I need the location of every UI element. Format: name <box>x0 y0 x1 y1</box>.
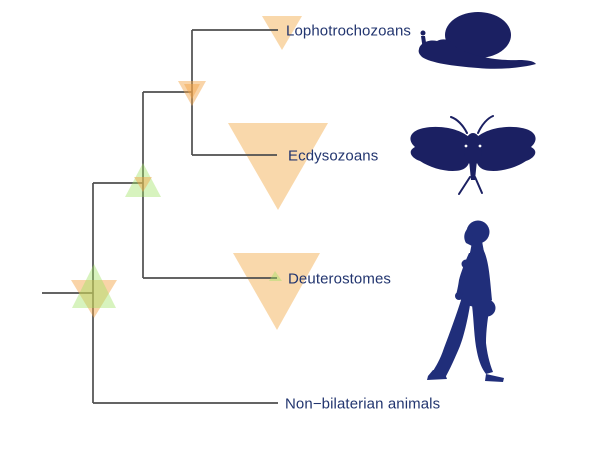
clade-triangle-ecdysozoans <box>228 123 328 210</box>
clade-triangle-lophotrochozoans <box>262 16 302 50</box>
taxon-label-deuterostomes: Deuterostomes <box>288 270 392 288</box>
branch-lines <box>42 29 278 404</box>
tree-branches <box>42 29 278 404</box>
node-green-triangle <box>125 163 161 197</box>
node-green-triangle-tiny <box>269 271 282 281</box>
node-markers <box>71 81 282 318</box>
clade-triangles <box>228 16 328 330</box>
taxon-label-lophotrochozoans: Lophotrochozoans <box>286 22 412 40</box>
moth-icon <box>410 115 536 195</box>
taxon-label-non-bilaterian-animals: Non−bilaterian animals <box>285 395 441 413</box>
node-orange-triangle <box>71 280 117 318</box>
node-green-triangle <box>72 264 116 308</box>
node-orange-triangle-small <box>134 177 152 192</box>
clade-triangle-deuterostomes <box>233 253 320 330</box>
snail-icon <box>418 12 536 69</box>
node-orange-triangle-small <box>184 84 200 99</box>
human-icon <box>427 220 504 382</box>
taxon-label-ecdysozoans: Ecdysozoans <box>288 147 379 165</box>
node-orange-triangle <box>178 81 206 106</box>
